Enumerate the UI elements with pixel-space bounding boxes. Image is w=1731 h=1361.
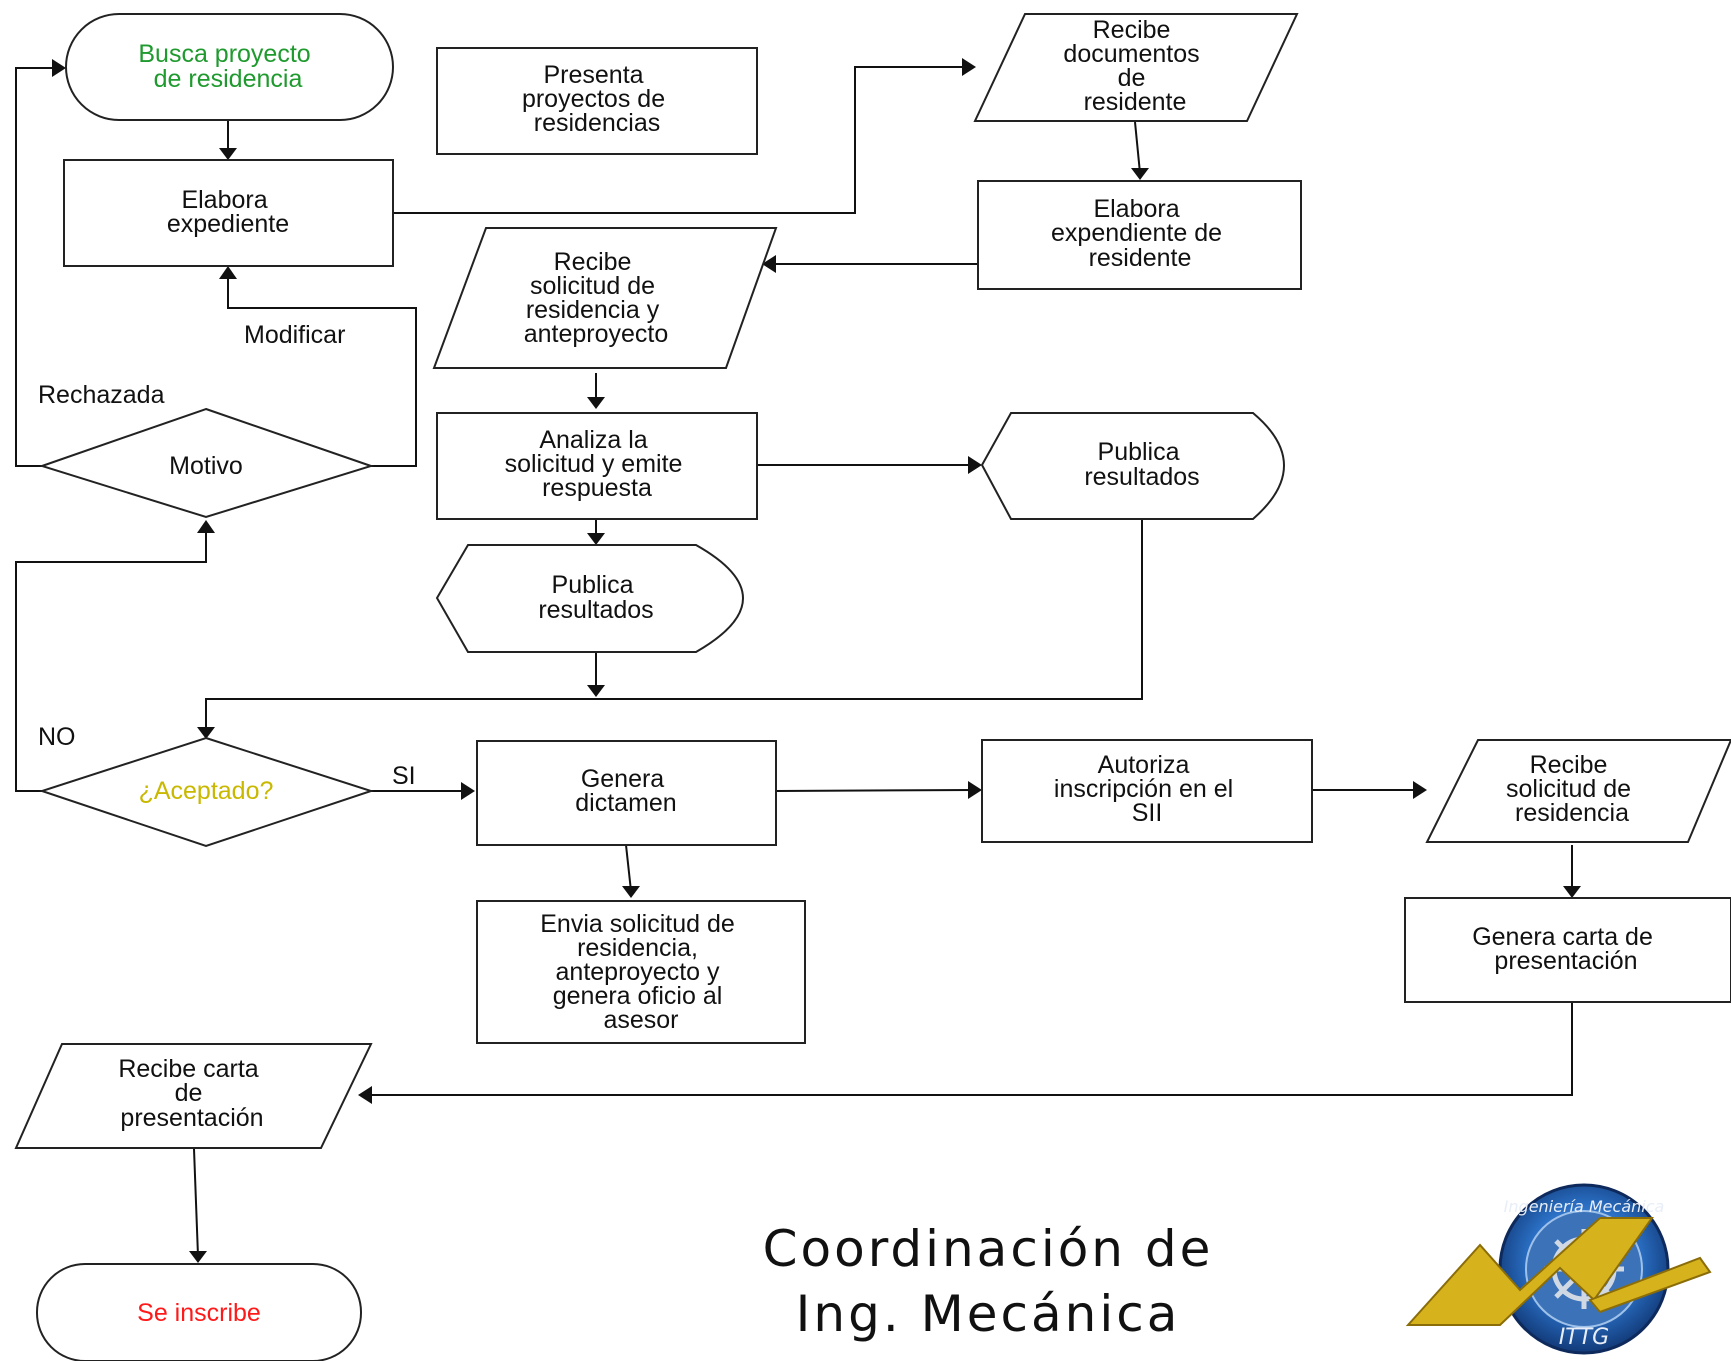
process-box <box>981 739 1313 843</box>
process-box <box>476 740 777 846</box>
arrowhead <box>622 886 640 898</box>
process-box <box>977 180 1302 290</box>
arrowhead <box>461 782 475 800</box>
footer-line-2: Ing. Mecánica <box>796 1285 1181 1343</box>
process-box <box>436 412 758 520</box>
arrowhead <box>1131 168 1149 180</box>
node-motivo: Motivo <box>169 452 243 480</box>
node-publica-resultados-2: Publica resultados <box>538 571 653 624</box>
io-parallelogram <box>973 13 1299 122</box>
edge-aceptado-no-to-motivo <box>15 527 207 792</box>
arrowhead <box>219 266 237 279</box>
arrowhead <box>197 727 215 739</box>
arrowhead <box>968 781 982 799</box>
node-publica-resultados-1: Publica resultados <box>1084 438 1199 491</box>
edge-label-rechazada: Rechazada <box>38 381 165 409</box>
node-se-inscribe: Se inscribe <box>137 1299 261 1327</box>
logo-ring-text: Ingeniería Mecánica <box>1504 1197 1665 1216</box>
node-genera-carta: Genera carta de presentación <box>1472 923 1660 975</box>
node-elabora-expediente: Elabora expediente <box>167 186 289 238</box>
io-parallelogram <box>1425 739 1731 843</box>
edge-dictamen-to-autoriza <box>775 789 976 792</box>
arrowhead <box>52 59 66 77</box>
edge-recibe-docs-to-elabora-res <box>1134 121 1141 174</box>
io-parallelogram <box>14 1043 373 1149</box>
node-envia-solicitud: Envia solicitud de residencia, anteproye… <box>540 910 742 1034</box>
arrowhead <box>587 685 605 697</box>
arrowhead <box>1413 781 1427 799</box>
arrowhead <box>762 255 776 273</box>
edge-label-si: SI <box>392 762 416 790</box>
node-analiza-solicitud: Analiza la solicitud y emite respuesta <box>505 426 690 502</box>
decision-diamond <box>38 736 375 848</box>
node-presenta-proyectos: Presenta proyectos de residencias <box>522 61 672 137</box>
node-aceptado: ¿Aceptado? <box>139 777 274 805</box>
footer-line-1: Coordinación de <box>763 1220 1214 1278</box>
edge-label-modificar: Modificar <box>244 321 345 349</box>
edge-publica-1-to-aceptado <box>205 519 1143 732</box>
arrowhead <box>968 456 982 474</box>
process-box <box>436 47 758 155</box>
arrowhead <box>219 148 237 160</box>
arrowhead <box>189 1251 207 1263</box>
arrowhead <box>358 1086 372 1104</box>
edge-recibe-carta-to-inscribe <box>193 1148 199 1257</box>
node-recibe-carta: Recibe carta de presentación <box>118 1055 265 1132</box>
io-parallelogram <box>432 227 778 369</box>
process-box <box>1404 897 1731 1003</box>
arrowhead <box>587 397 605 409</box>
edge-elabora-to-recibe-docs <box>393 66 970 214</box>
arrowhead <box>1563 886 1581 898</box>
process-box <box>476 900 806 1044</box>
edge-dictamen-to-envia <box>625 844 632 892</box>
decision-diamond <box>38 407 375 519</box>
node-elabora-expediente-residente: Elabora expendiente de residente <box>1051 195 1229 272</box>
edge-genera-carta-to-recibe-carta <box>366 1002 1573 1096</box>
arrowhead <box>587 533 605 545</box>
node-autoriza-inscripcion: Autoriza inscripción en el SII <box>1054 751 1240 827</box>
start-terminator <box>65 13 394 121</box>
edge-motivo-modificar-to-elabora <box>227 272 417 467</box>
logo-bottom-text: ITTG <box>1559 1325 1609 1350</box>
edge-label-no: NO <box>38 723 76 751</box>
arrowhead <box>962 58 976 76</box>
node-recibe-solicitud-anteproyecto: Recibe solicitud de residencia y antepro… <box>524 248 669 348</box>
node-recibe-solicitud-residencia: Recibe solicitud de residencia <box>1506 751 1638 827</box>
ittg-mecanica-logo: Ingeniería Mecánica ITTG <box>1405 1183 1712 1355</box>
node-genera-dictamen: Genera dictamen <box>575 765 676 817</box>
display-shape <box>435 544 744 653</box>
connectors <box>15 58 1581 1263</box>
arrowhead <box>197 520 215 533</box>
node-busca-proyecto: Busca proyecto de residencia <box>138 40 317 93</box>
node-recibe-documentos: Recibe documentos de residente <box>1063 16 1206 116</box>
edge-motivo-rechazada-to-busca <box>15 67 58 467</box>
end-terminator <box>36 1263 362 1361</box>
display-shape <box>980 412 1285 520</box>
process-box <box>63 159 394 267</box>
